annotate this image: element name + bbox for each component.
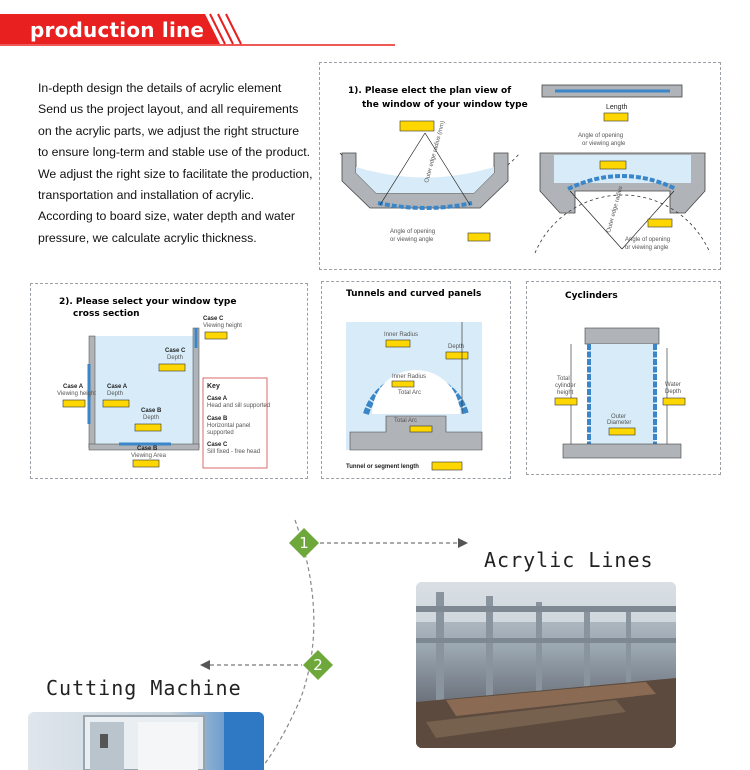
intro-line: According to board size, water depth and… [38, 209, 296, 224]
step-1-badge: 1 [289, 528, 319, 558]
yellow-input-box [599, 160, 627, 170]
cross-section-panel: 2). Please select your window type cross… [30, 283, 308, 479]
angle-label: Angle of opening [390, 229, 435, 235]
total-height-label: height [557, 390, 574, 396]
angle-label: Angle of opening [578, 133, 623, 139]
key-b: Case B [207, 416, 228, 422]
cylinders-title: Cyclinders [565, 291, 618, 301]
case-b-label: Case B [141, 408, 162, 414]
outer-diameter-label: Diameter [607, 420, 631, 426]
intro-text: In-depth design the details of acrylic e… [38, 78, 318, 249]
case-c-label: Case C [203, 316, 224, 322]
segment-length-label: Tunnel or segment length [346, 464, 419, 470]
outer-diameter-label: Outer [611, 414, 626, 420]
header-banner [0, 0, 750, 50]
case-c2-label: Case C [165, 348, 186, 354]
page-title: production line [30, 18, 205, 42]
yellow-input-box [391, 380, 415, 388]
intro-line: In-depth design the details of acrylic e… [38, 81, 282, 95]
cross-title-line2: cross section [73, 309, 140, 319]
key-b-sub2: supported [207, 430, 234, 436]
angle-label: or viewing angle [582, 141, 626, 147]
yellow-input-box [554, 397, 578, 406]
depth-label: Depth [448, 344, 464, 350]
water-depth-label: Depth [665, 389, 681, 395]
total-arc-label: Total Arc [398, 390, 421, 396]
angle-label: or viewing angle [390, 237, 434, 243]
angle-label: Angle of opening [625, 237, 670, 243]
case-a-label: Case A [63, 384, 84, 390]
step-1-title: Acrylic Lines [484, 548, 654, 572]
inner-radius-label: Inner Radius [384, 332, 418, 338]
key-b-sub1: Horizontal panel [207, 423, 250, 429]
machine-photo-drawing [83, 712, 264, 770]
steps-connector-graphic [200, 519, 468, 770]
yellow-input-box [62, 399, 86, 408]
intro-line: Send us the project layout, and all requ… [38, 102, 299, 117]
intro-line: on the acrylic parts, we adjust the righ… [38, 123, 300, 138]
yellow-input-box [399, 120, 435, 132]
yellow-input-box [102, 399, 130, 408]
yellow-input-box [134, 423, 162, 432]
case-b2-sub: Viewing Area [131, 453, 167, 459]
yellow-input-box [445, 351, 469, 360]
angle-label: or viewing angle [625, 245, 669, 251]
key-a-sub: Head and sill supported [207, 403, 270, 409]
plan-title-line1: 1). Please elect the plan view of [348, 86, 511, 96]
key-c: Case C [207, 442, 228, 448]
case-a2-sub: Depth [107, 391, 123, 397]
case-c-sub: Viewing height [203, 323, 242, 329]
factory-photo-drawing [416, 582, 676, 748]
yellow-input-box [608, 427, 636, 436]
intro-line: We adjust the right size to facilitate t… [38, 166, 313, 181]
total-height-label: Total [557, 376, 570, 382]
yellow-input-box [409, 425, 433, 433]
cutting-machine-photo [28, 712, 264, 770]
intro-line: to ensure long-term and stable use of th… [38, 145, 311, 160]
step-2-badge: 2 [303, 650, 333, 680]
total-height-label: cylinder [555, 383, 576, 389]
case-a2-label: Case A [107, 384, 128, 390]
plan-view-diagram: 1). Please elect the plan view of the wi… [339, 84, 711, 254]
intro-line: transportation and installation of acryl… [38, 188, 254, 203]
step-2-number: 2 [313, 656, 323, 674]
tunnels-panel: Tunnels and curved panels Inner Radius I… [321, 281, 511, 479]
tunnels-diagram: Tunnels and curved panels Inner Radius I… [346, 289, 483, 471]
key-c-sub: Sill fixed - free head [207, 449, 260, 455]
outer-radius-label: Outer edge radius [606, 186, 624, 234]
plan-title-line2: the window of your window type [362, 100, 528, 110]
length-label: Length [606, 104, 628, 111]
yellow-input-box [431, 461, 463, 471]
case-b-sub: Depth [143, 415, 159, 421]
yellow-input-box [204, 331, 228, 340]
cross-section-diagram: 2). Please select your window type cross… [57, 297, 270, 469]
step-2-title: Cutting Machine [46, 676, 242, 700]
key-a: Case A [207, 396, 228, 402]
water-depth-label: Water [665, 382, 681, 388]
case-c2-sub: Depth [167, 355, 183, 361]
step-1-number: 1 [299, 534, 309, 552]
yellow-input-box [132, 459, 160, 468]
case-a-sub: Viewing height [57, 391, 96, 397]
tunnels-title: Tunnels and curved panels [346, 289, 481, 299]
yellow-input-box [385, 339, 411, 348]
banner-graphic [0, 13, 395, 46]
plan-view-panel: 1). Please elect the plan view of the wi… [319, 62, 721, 270]
case-b2-label: Case B [137, 446, 158, 452]
yellow-input-box [647, 218, 673, 228]
total-arc-label-2: Total Arc [394, 418, 417, 424]
key-title: Key [207, 383, 220, 390]
yellow-input-box [603, 112, 629, 122]
cylinders-diagram: Cyclinders Total cylinder height Water D… [554, 291, 686, 459]
yellow-input-box [662, 397, 686, 406]
cross-title-line1: 2). Please select your window type [59, 297, 236, 307]
intro-line: pressure, we calculate acrylic thickness… [38, 230, 257, 245]
yellow-input-box [467, 232, 491, 242]
acrylic-lines-photo [416, 582, 676, 748]
yellow-input-box [158, 363, 186, 372]
cylinders-panel: Cyclinders Total cylinder height Water D… [526, 281, 721, 475]
inner-radius-label-2: Inner Radius [392, 374, 426, 380]
